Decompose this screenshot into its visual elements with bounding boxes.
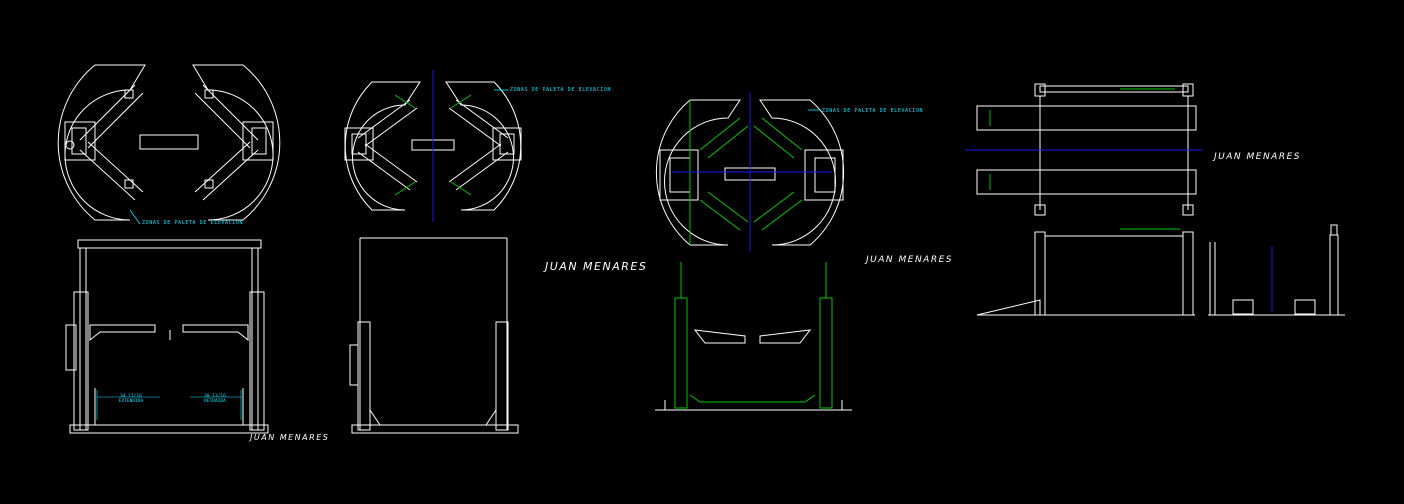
dimension-left-value: 34 11/16 xyxy=(120,394,142,399)
lift-side-plan xyxy=(976,83,1197,216)
green-highlight-3 xyxy=(689,100,803,245)
lift-front-view-2 xyxy=(349,237,519,434)
zone-note-view1: ZONAS DE PALETA DE ELEVACION xyxy=(142,220,244,226)
signature-center: JUAN MENARES xyxy=(545,260,648,273)
dimension-left-label: EXTENDIDA xyxy=(118,399,144,404)
dimension-left: 34 11/16 EXTENDIDA xyxy=(106,394,156,404)
signature-center-right: JUAN MENARES xyxy=(866,255,953,265)
lift-top-view-3 xyxy=(655,99,845,246)
green-rails xyxy=(989,88,1175,190)
dimension-right-value: 30 13/16 xyxy=(204,394,226,399)
signature-bottom-left: JUAN MENARES xyxy=(250,433,330,442)
green-highlight-2 xyxy=(394,94,472,196)
zone-note-view3: ZONAS DE PALETA DE ELEVACION xyxy=(822,108,924,114)
lift-top-view-1 xyxy=(57,64,281,221)
lift-front-view-1 xyxy=(65,239,269,434)
lift-side-elevation xyxy=(976,231,1195,316)
signature-right: JUAN MENARES xyxy=(1214,152,1301,162)
dimension-right: 30 13/16 RETRAIDA xyxy=(190,394,240,404)
lift-end-elevation xyxy=(1208,224,1345,316)
zone-note-view2: ZONAS DE PALETA DE ELEVACION xyxy=(510,87,612,93)
green-columns-3 xyxy=(674,262,833,409)
dimension-right-label: RETRAIDA xyxy=(204,399,226,404)
lift-front-view-3 xyxy=(655,329,852,411)
dimension-lines-1 xyxy=(96,390,242,420)
lift-top-view-2 xyxy=(344,81,522,211)
